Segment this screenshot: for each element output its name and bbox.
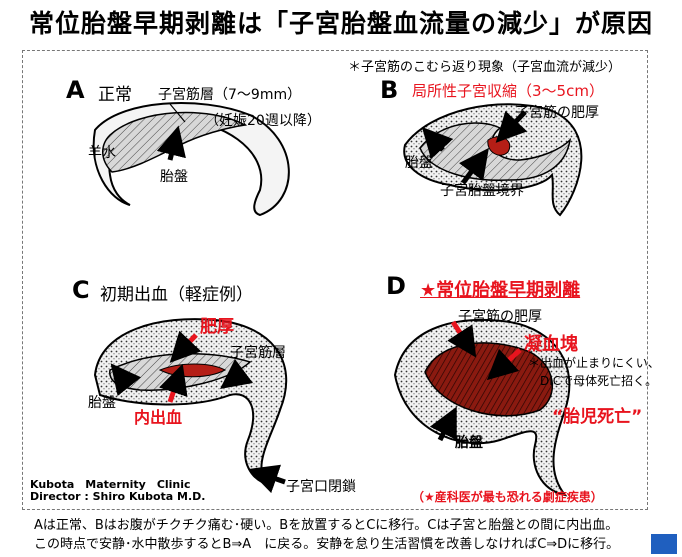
panel-c-os-arrow [247,464,286,494]
panel-d-letter: D [386,272,406,300]
credit-line2: Director : Shiro Kubota M.D. [30,490,206,503]
panel-a-label-placenta: 胎盤 [160,169,188,185]
panel-b-name: 局所性子宮収縮（3～5cm） [412,82,604,100]
panel-a-label-amniotic: 羊水 [88,145,116,161]
panel-c-bleed-arrow [159,363,188,403]
page-title: 常位胎盤早期剥離は「子宮胎盤血流量の減少」が原因 [28,9,653,38]
panel-a-label-weeks: （妊娠20週以降） [205,113,321,129]
panel-a-letter: A [66,76,85,104]
panel-c-thick-arrow [169,330,202,363]
diagram-frame [22,50,648,510]
panel-b-label-thick: 子宮筋の肥厚 [515,105,599,121]
panel-a-label-muscle: 子宮筋層（7～9mm） [158,87,302,103]
panel-d-note-line1: ＊出血が止まりにくい、 [528,356,660,370]
panel-b-letter: B [380,76,399,104]
panel-a-muscle-pointer [169,103,186,123]
panel-c-label-placenta: 胎盤 [88,395,116,411]
panel-d-thick-arrow [447,320,477,358]
panel-b-boundary-arrow [459,147,489,185]
panel-d-label-placenta: 胎盤 [455,435,483,451]
panel-b-placenta-arrow [421,126,454,160]
panel-d-name: ★常位胎盤早期剥離 [420,280,581,301]
panel-c-letter: C [72,276,90,304]
panel-d-clot-arrow [486,348,522,381]
panel-d-note-line2: DICで母体死亡招く。 [540,374,658,388]
panel-b-label-placenta: 胎盤 [405,155,433,171]
footer-line2: この時点で安静･水中散歩するとB⇒A に戻る。安静を怠り生活習慣を改善しなければ… [34,537,620,552]
panel-c-label-os: 子宮口閉鎖 [286,479,356,495]
panel-d-label-thick: 子宮筋の肥厚 [458,309,542,325]
panel-d-uterus [393,319,571,497]
badge-mark [651,534,677,554]
panel-d-label-fetal-death: “胎児死亡” [552,407,643,427]
panel-b-thick-arrow [495,110,528,143]
panel-d-placenta-arrow [429,406,457,442]
footer: Aは正常、Bはお腹がチクチク痛む･硬い。Bを放置するとCに移行。Cは子宮と胎盤と… [34,516,619,554]
panel-d-label-clot: 凝血塊 [524,334,578,355]
panel-c-label-muscle: 子宮筋層 [230,345,286,361]
footer-line1: Aは正常、Bはお腹がチクチク痛む･硬い。Bを放置するとCに移行。Cは子宮と胎盤と… [34,518,619,533]
panel-a-name: 正常 [98,85,132,105]
panel-c-label-bleed: 内出血 [134,408,183,427]
panel-c-label-thick: 肥厚 [200,317,234,337]
credit-line1: Kubota Maternity Clinic [30,478,191,491]
panel-c-muscle-arrow [220,359,253,389]
note-top: ＊子宮筋のこむら返り現象（子宮血流が減少） [348,60,622,75]
panel-a-placenta-arrow [156,125,186,161]
panel-d-label-fear: （★産科医が最も恐れる劇症疾患） [412,490,603,504]
panel-c-name: 初期出血（軽症例） [100,285,253,305]
panel-b-label-boundary: 子宮胎盤境界 [440,183,524,199]
panel-c-placenta-arrow [110,363,142,397]
